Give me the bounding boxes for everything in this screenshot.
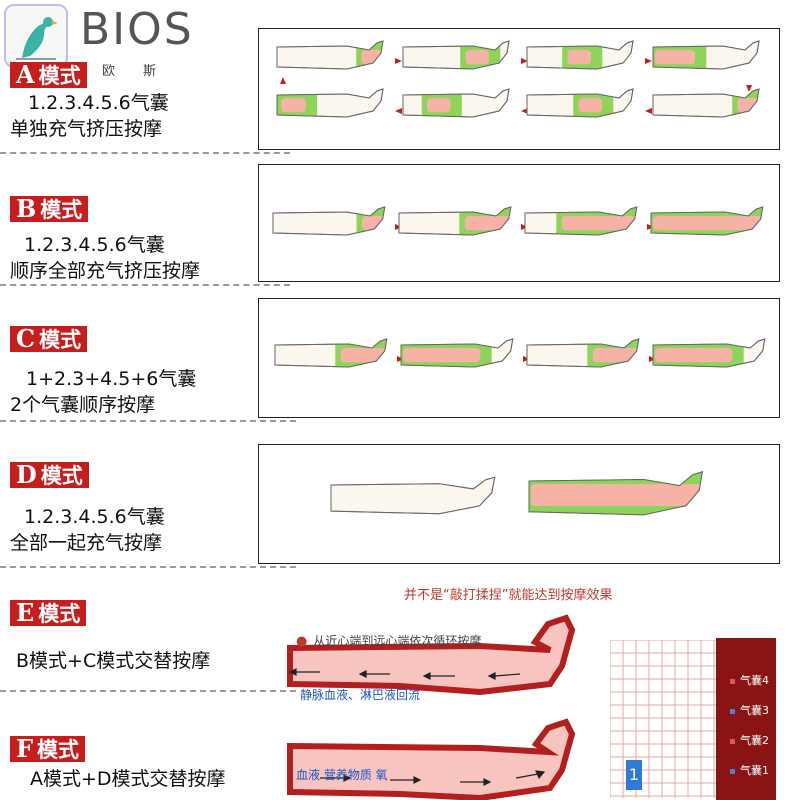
mode-c-line1: 1+2.3+4.5+6气囊 — [26, 368, 197, 390]
mode-e-line1: B模式+C模式交替按摩 — [16, 650, 211, 672]
arrow-icon — [395, 58, 402, 64]
leg-diagram — [526, 88, 634, 118]
mode-d-legs — [330, 471, 704, 516]
infographic-title: 并不是“敲打揉捏”就能达到按摩效果 — [404, 588, 613, 603]
leg-diagram — [276, 88, 384, 118]
counter-box: 1 — [626, 760, 642, 790]
leg-diagram — [402, 88, 510, 118]
mode-a-legs — [276, 40, 760, 118]
separator — [0, 420, 296, 422]
legend-item: 气囊1 — [730, 762, 769, 778]
leg-diagram — [652, 338, 766, 368]
arrow-icon — [645, 108, 652, 114]
arrow-icon — [280, 77, 286, 84]
separator — [0, 566, 296, 568]
leg-diagram — [276, 40, 384, 70]
leg-diagram — [274, 338, 388, 368]
bird-icon — [16, 17, 58, 60]
leg-diagram — [400, 338, 514, 368]
mode-a-line1: 1.2.3.4.5.6气囊 — [28, 92, 169, 114]
leg-diagram — [652, 40, 760, 70]
leg-diagram — [528, 471, 704, 516]
leg-diagram — [652, 88, 760, 118]
mode-d-line1: 1.2.3.4.5.6气囊 — [24, 506, 165, 528]
mode-c-legs — [274, 338, 766, 368]
separator — [0, 690, 296, 692]
arrow-icon — [645, 58, 652, 64]
leg-diagram — [398, 206, 512, 236]
mode-c-line2: 2个气囊顺序按摩 — [10, 394, 156, 416]
leg-diagram — [526, 40, 634, 70]
legend-item: 气囊2 — [730, 732, 769, 748]
mode-f-line1: A模式+D模式交替按摩 — [30, 768, 226, 790]
legend-item: 气囊4 — [730, 672, 769, 688]
brand-subtitle: 欧斯 — [102, 64, 185, 79]
mode-b-line1: 1.2.3.4.5.6气囊 — [24, 234, 165, 256]
separator — [0, 152, 290, 154]
square-icon — [730, 678, 735, 684]
mode-a-diagram — [258, 28, 780, 150]
leg-diagram — [272, 206, 386, 236]
circulation-illustration — [287, 614, 576, 800]
arrow-icon — [521, 108, 528, 114]
arrow-icon — [521, 58, 528, 64]
mode-d-line2: 全部一起充气按摩 — [10, 532, 163, 554]
leg-upper — [287, 614, 576, 696]
mode-d-diagram — [258, 444, 780, 564]
leg-lower — [287, 718, 576, 800]
legend-item: 气囊3 — [730, 702, 769, 718]
mode-b-diagram — [258, 164, 780, 282]
arrow-icon — [395, 108, 402, 114]
infographic-subtitle: ●从近心端到远心端依次循环按摩 — [296, 634, 482, 649]
arrow-icon — [746, 85, 752, 92]
leg-diagram — [402, 40, 510, 70]
brand-logo — [4, 4, 68, 68]
brand-name: BIOS — [80, 4, 194, 55]
leg-diagram — [330, 476, 496, 515]
separator — [0, 284, 290, 286]
airbag-legend: 气囊4 气囊3 气囊2 气囊1 — [716, 638, 776, 800]
square-icon — [730, 768, 735, 774]
bullet-icon: ● — [296, 634, 308, 649]
square-icon — [730, 708, 735, 714]
mode-b-line2: 顺序全部充气挤压按摩 — [10, 260, 201, 282]
square-icon — [730, 738, 735, 744]
flow-return-label: 静脉血液、淋巴液回流 — [300, 688, 421, 702]
leg-diagram — [650, 206, 764, 236]
leg-diagram — [524, 206, 638, 236]
flow-supply-label: 血液 营养物质 氧 — [296, 768, 388, 782]
leg-diagram — [526, 338, 640, 368]
mode-c-diagram — [258, 298, 780, 418]
mode-a-line2: 单独充气挤压按摩 — [10, 118, 163, 140]
mode-b-legs — [272, 206, 764, 236]
